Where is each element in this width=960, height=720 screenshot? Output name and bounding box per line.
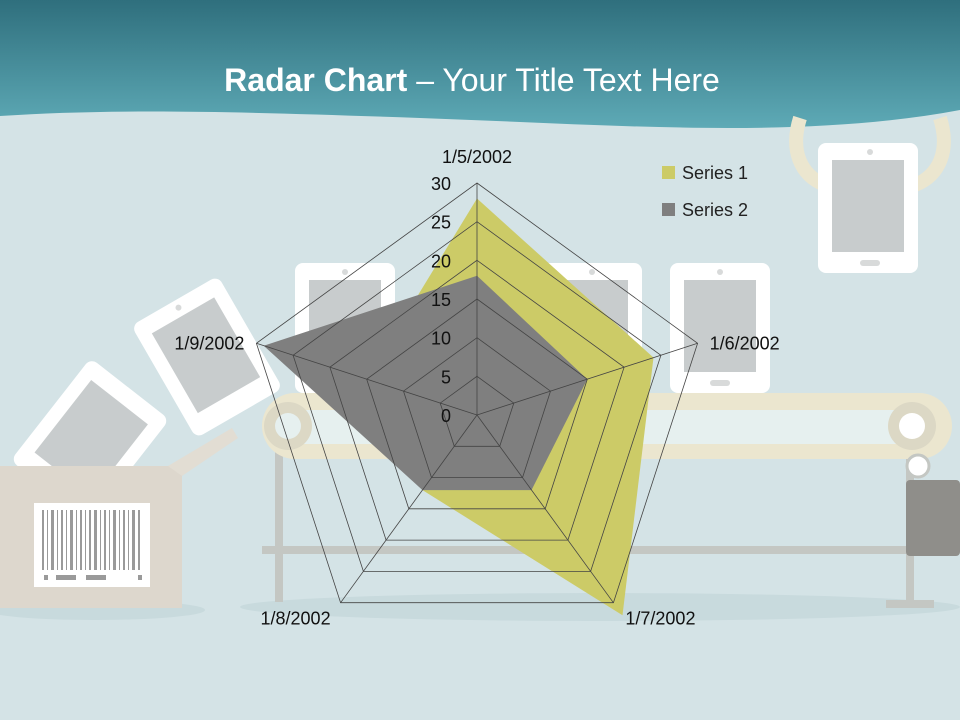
- grid-ring: [292, 221, 662, 572]
- grid-ring: [439, 375, 515, 447]
- category-label: 1/5/2002: [442, 147, 512, 167]
- radial-tick-label: 5: [441, 367, 451, 387]
- grid-ring: [329, 259, 625, 541]
- category-label: 1/8/2002: [261, 609, 331, 629]
- grid-ring: [255, 182, 699, 604]
- slide-title: Radar Chart – Your Title Text Here: [0, 62, 944, 99]
- grid-spoke: [256, 342, 478, 416]
- floor-shadow-icon: [240, 593, 960, 621]
- tablet-icon: [818, 143, 918, 273]
- grid-spoke: [340, 414, 478, 603]
- grid-spoke: [476, 342, 698, 416]
- legend-label: Series 2: [682, 200, 748, 220]
- radial-tick-label: 0: [441, 406, 451, 426]
- radial-tick-label: 20: [431, 251, 451, 271]
- title-banner: [0, 0, 960, 128]
- radial-tick-label: 30: [431, 174, 451, 194]
- radial-tick-label: 25: [431, 213, 451, 233]
- tablet-icon: [670, 263, 770, 393]
- barcode-icon: [42, 510, 142, 582]
- grid-ring: [403, 337, 551, 479]
- legend-label: Series 1: [682, 163, 748, 183]
- radial-tick-label: 15: [431, 290, 451, 310]
- series-2-area: [263, 275, 588, 491]
- robot-claw-icon: [789, 115, 951, 192]
- legend-swatch: [662, 166, 675, 179]
- category-label: 1/7/2002: [625, 609, 695, 629]
- grid-ring: [366, 298, 588, 510]
- slide-title-rest: – Your Title Text Here: [407, 62, 720, 98]
- grid-spoke: [476, 414, 614, 603]
- tablet-icon: [134, 278, 280, 436]
- radial-tick-label: 10: [431, 329, 451, 349]
- legend-swatch: [662, 203, 675, 216]
- chart-legend: Series 1 Series 2: [662, 163, 748, 220]
- slide-title-bold: Radar Chart: [224, 62, 408, 98]
- category-label: 1/9/2002: [174, 333, 244, 353]
- category-label: 1/6/2002: [710, 333, 780, 353]
